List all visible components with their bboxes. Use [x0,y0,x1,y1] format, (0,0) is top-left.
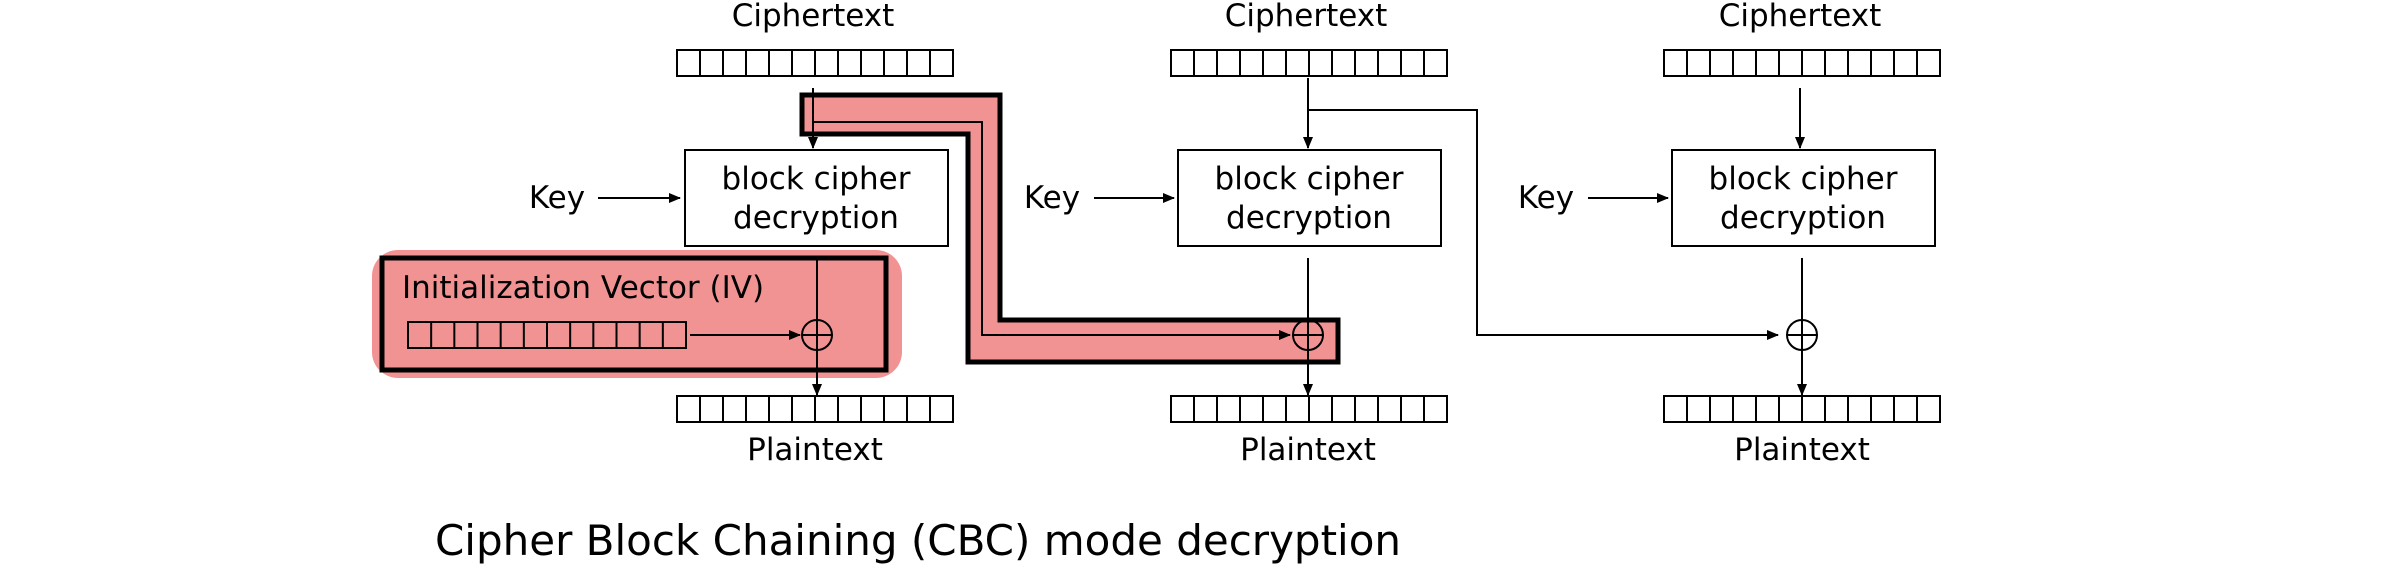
diagram-title: Cipher Block Chaining (CBC) mode decrypt… [435,516,1401,565]
block-cipher-box [1177,149,1442,247]
plaintext-label: Plaintext [747,432,883,468]
ciphertext1-to-xor2-arrow [812,100,1291,340]
plaintext-block [1170,395,1448,423]
initialization-vector: Initialization Vector (IV) [402,270,801,349]
stage-1: Ciphertext Key block cipher decryption P… [529,0,954,468]
decryption-label: decryption [1720,200,1886,236]
iv-block [407,321,687,349]
plaintext-block [1663,395,1941,423]
stage-2: Ciphertext Key block cipher decryption P… [1024,0,1448,468]
ciphertext-label: Ciphertext [1225,0,1388,34]
block-cipher-box [684,149,949,247]
iv-label: Initialization Vector (IV) [402,270,764,306]
ciphertext-block [1170,49,1448,77]
xor-symbol [801,319,833,351]
stage-3: Ciphertext Key block cipher decryption P… [1518,0,1941,468]
decryption-label: decryption [1226,200,1392,236]
block-cipher-box [1671,149,1936,247]
ciphertext-block [676,49,954,77]
xor-symbol [1292,319,1324,351]
key-label: Key [529,180,585,216]
xor-symbol [1786,319,1818,351]
plaintext-label: Plaintext [1734,432,1870,468]
iv-highlight [372,250,902,378]
ciphertext-label: Ciphertext [1719,0,1882,34]
plaintext-block [676,395,954,423]
decryption-label: decryption [733,200,899,236]
block-cipher-label: block cipher [1215,161,1404,197]
block-cipher-label: block cipher [1709,161,1898,197]
ciphertext2-to-xor3-arrow [1308,109,1779,340]
block-cipher-label: block cipher [722,161,911,197]
plaintext-label: Plaintext [1240,432,1376,468]
ciphertext-label: Ciphertext [732,0,895,34]
key-label: Key [1024,180,1080,216]
key-label: Key [1518,180,1574,216]
ciphertext-block [1663,49,1941,77]
